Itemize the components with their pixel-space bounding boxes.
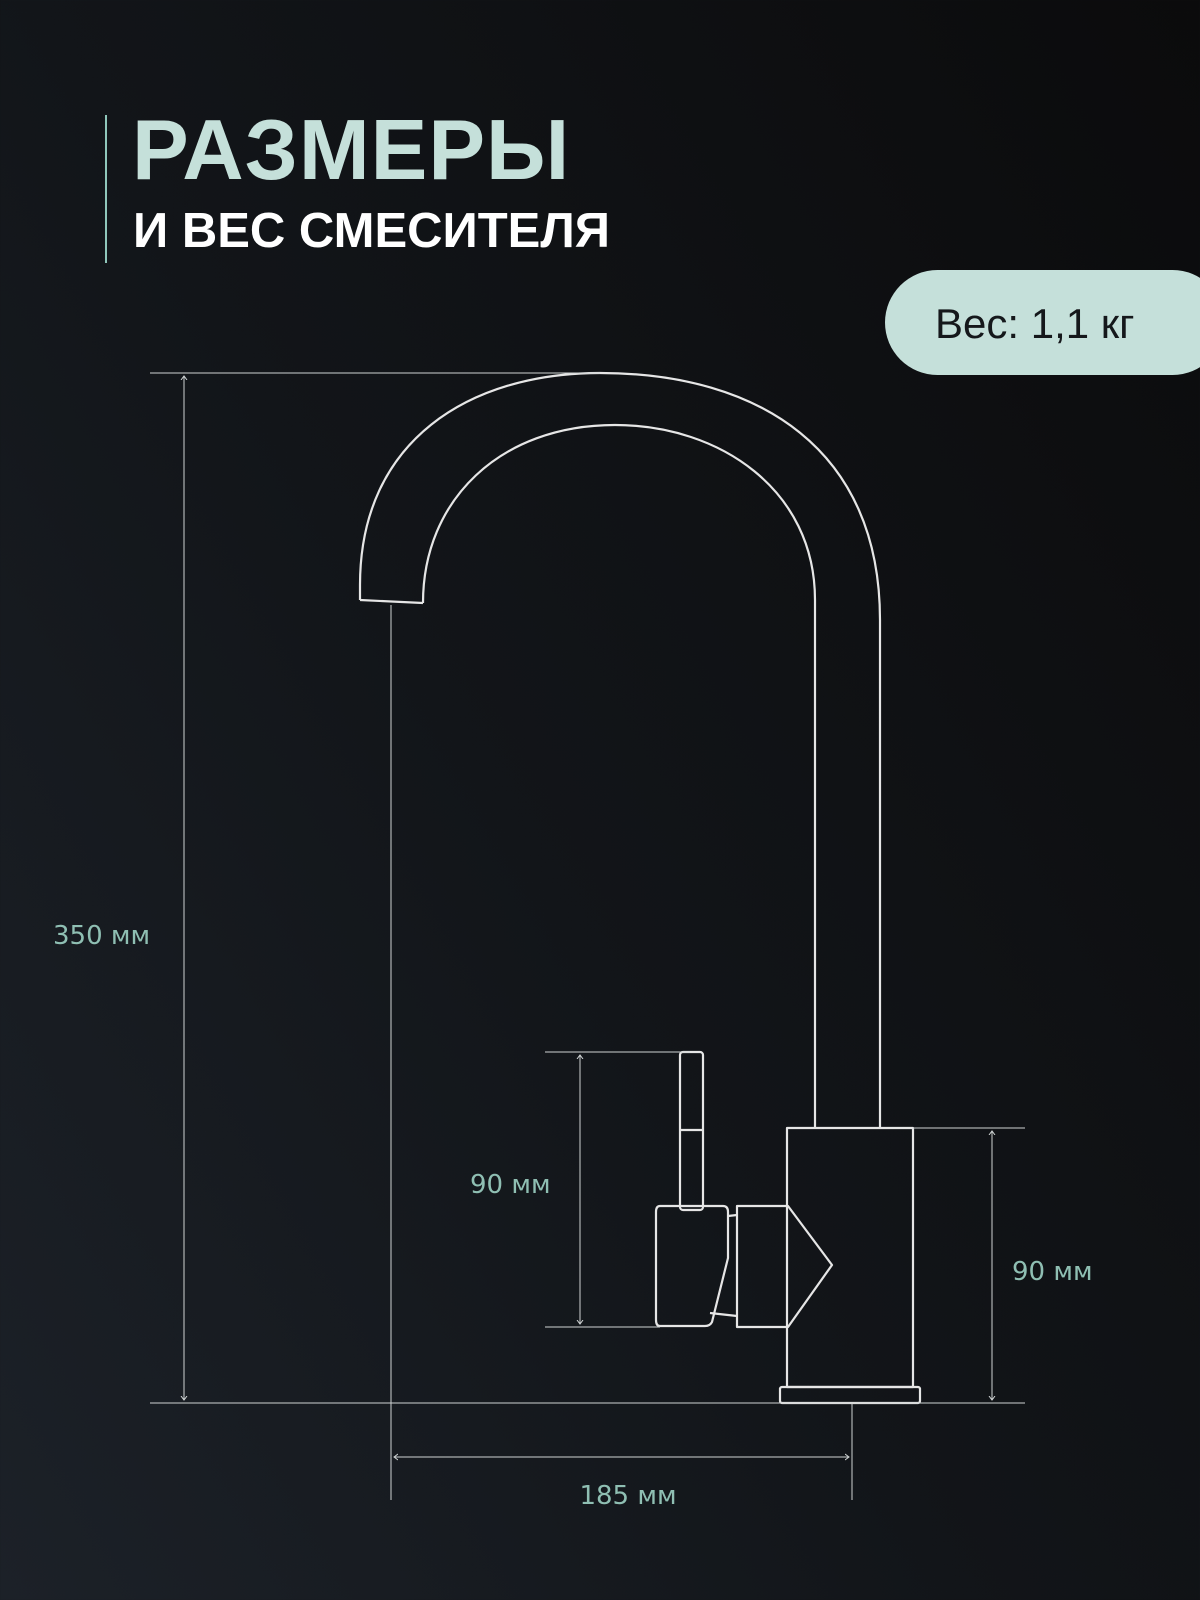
spout-tip — [359, 598, 424, 605]
body-height-label: 90 мм — [1012, 1257, 1093, 1287]
title-accent-bar — [105, 115, 107, 263]
lever-connector — [709, 1213, 738, 1318]
total-height-label: 350 мм — [53, 921, 150, 951]
faucet-outline — [358, 371, 922, 1405]
page-title: РАЗМЕРЫ — [132, 103, 571, 198]
page-subtitle: И ВЕС СМЕСИТЕЛЯ — [133, 204, 610, 258]
spout-reach-label: 185 мм — [579, 1481, 676, 1511]
weight-label: Вес: 1,1 кг — [935, 300, 1135, 347]
spout-outer — [358, 371, 882, 1128]
dimension-lines — [150, 372, 1025, 1500]
cartridge — [735, 1204, 834, 1329]
weight-badge: Вес: 1,1 кг — [885, 270, 1200, 375]
lever-block — [654, 1204, 730, 1328]
faucet-body — [785, 1126, 915, 1389]
lever-height-label: 90 мм — [470, 1170, 551, 1200]
spout-inner — [421, 423, 817, 1128]
faucet-base — [778, 1385, 922, 1405]
